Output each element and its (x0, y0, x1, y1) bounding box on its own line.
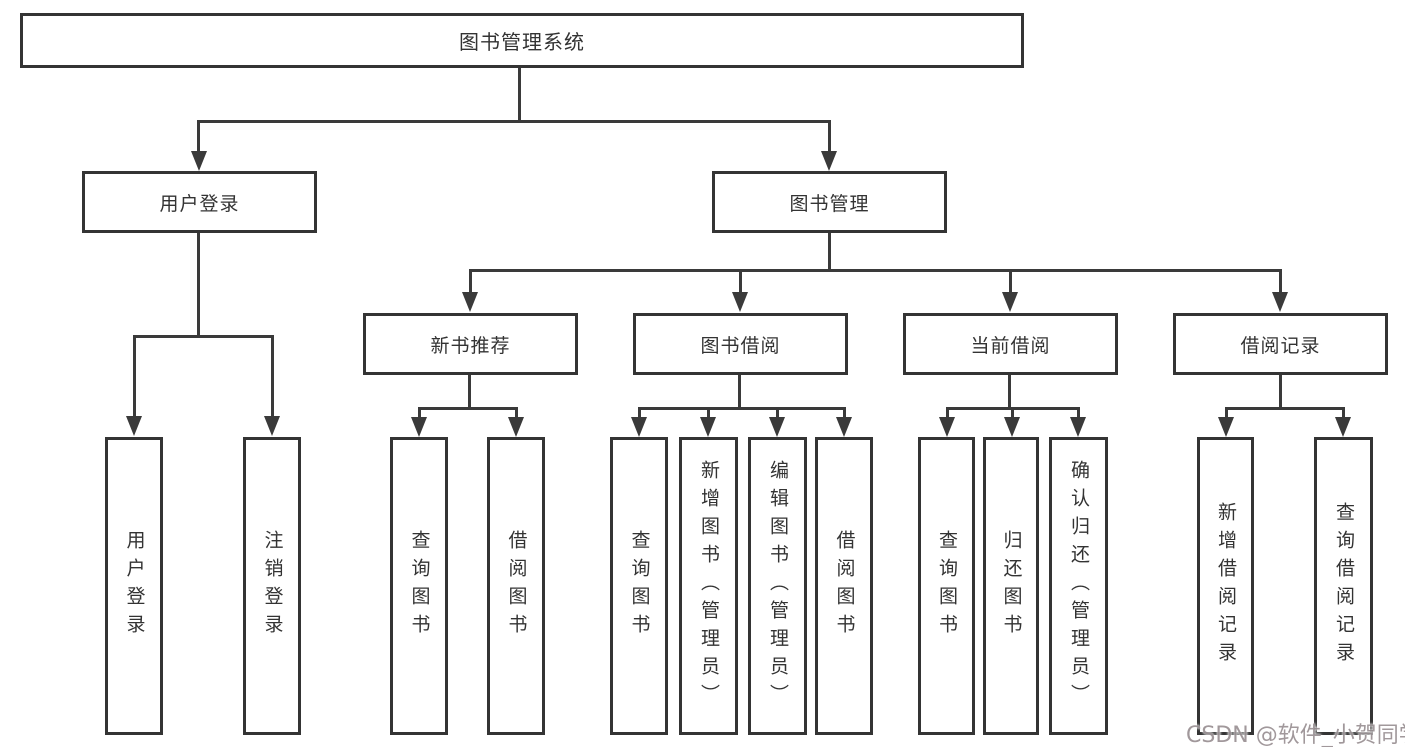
connector-root-stem (518, 68, 521, 121)
arrowhead-br-add (1218, 417, 1234, 437)
connector-drop-book-borrow (739, 269, 742, 293)
connector-drop-new-books (469, 269, 472, 293)
leaf-br-query-record: 查询借阅记录 (1314, 437, 1373, 735)
leaf-nb-query-books-label: 查询图书 (408, 530, 431, 642)
leaf-bb-borrow-books-label: 借阅图书 (833, 530, 856, 642)
arrowhead-new-books (462, 292, 478, 312)
connector-currentborrow-stem (1008, 375, 1011, 408)
connector-drop-bb-edit (776, 407, 779, 419)
leaf-bb-query-books: 查询图书 (610, 437, 668, 735)
leaf-cb-confirm-return-admin-label: 确认归还（管理员） (1068, 460, 1090, 712)
node-user-login: 用户登录 (82, 171, 317, 233)
leaf-user-login: 用户登录 (105, 437, 163, 735)
arrowhead-user-login (191, 151, 207, 171)
node-book-borrowing: 图书借阅 (633, 313, 848, 375)
node-root-label: 图书管理系统 (459, 30, 585, 54)
node-book-borrowing-label: 图书借阅 (700, 334, 781, 357)
node-current-borrowing: 当前借阅 (903, 313, 1118, 375)
arrowhead-borrow-records (1272, 292, 1288, 312)
leaf-cb-return-books: 归还图书 (983, 437, 1039, 735)
leaf-nb-borrow-books: 借阅图书 (487, 437, 545, 735)
connector-drop-cb-confirm (1077, 407, 1080, 419)
leaf-nb-borrow-books-label: 借阅图书 (505, 530, 528, 642)
leaf-cb-query-books: 查询图书 (918, 437, 975, 735)
connector-bookmgmt-stem (828, 233, 831, 270)
arrowhead-book-mgmt (821, 151, 837, 171)
node-borrowing-records: 借阅记录 (1173, 313, 1388, 375)
leaf-br-add-record-label: 新增借阅记录 (1215, 502, 1237, 670)
arrowhead-bb-add (700, 417, 716, 437)
connector-drop-leaf-login (133, 335, 136, 417)
connector-drop-br-add (1225, 407, 1228, 419)
arrowhead-bb-query (631, 417, 647, 437)
arrowhead-current-borrow (1002, 292, 1018, 312)
leaf-cb-query-books-label: 查询图书 (936, 530, 958, 642)
arrowhead-br-query (1335, 417, 1351, 437)
connector-records-stem (1279, 375, 1282, 408)
connector-drop-borrow-records (1279, 269, 1282, 293)
connector-drop-bb-query (638, 407, 641, 419)
node-current-borrowing-label: 当前借阅 (970, 334, 1051, 357)
arrowhead-leaf-login (126, 416, 142, 436)
csdn-watermark: CSDN @软件_小贺同学 (1186, 723, 1405, 747)
node-book-management-label: 图书管理 (789, 192, 870, 215)
connector-records-branch (1225, 407, 1345, 410)
arrowhead-nb-query (411, 417, 427, 437)
connector-bookmgmt-branch (469, 269, 1282, 272)
leaf-bb-edit-books-admin-label: 编辑图书（管理员） (767, 460, 789, 712)
connector-drop-cb-return (1011, 407, 1014, 419)
connector-drop-bb-borrow (843, 407, 846, 419)
connector-newbooks-branch (418, 407, 518, 410)
arrowhead-leaf-logout (264, 416, 280, 436)
connector-root-branch (198, 120, 831, 123)
leaf-bb-query-books-label: 查询图书 (628, 530, 651, 642)
leaf-bb-edit-books-admin: 编辑图书（管理员） (748, 437, 807, 735)
arrowhead-cb-return (1004, 417, 1020, 437)
leaf-logout: 注销登录 (243, 437, 301, 735)
arrowhead-bb-edit (769, 417, 785, 437)
connector-userlogin-stem (197, 233, 200, 336)
connector-drop-leaf-logout (271, 335, 274, 417)
leaf-cb-confirm-return-admin: 确认归还（管理员） (1049, 437, 1108, 735)
arrowhead-cb-query (939, 417, 955, 437)
leaf-bb-borrow-books: 借阅图书 (815, 437, 873, 735)
connector-drop-current-borrow (1009, 269, 1012, 293)
node-borrowing-records-label: 借阅记录 (1240, 334, 1321, 357)
leaf-cb-return-books-label: 归还图书 (1000, 530, 1023, 642)
node-user-login-label: 用户登录 (159, 192, 240, 215)
leaf-bb-add-books-admin-label: 新增图书（管理员） (698, 460, 720, 712)
node-root-system: 图书管理系统 (20, 13, 1024, 68)
connector-drop-book-mgmt (828, 120, 831, 153)
arrowhead-book-borrow (732, 292, 748, 312)
connector-drop-user-login (197, 120, 200, 153)
connector-bookborrow-stem (738, 375, 741, 408)
node-book-management: 图书管理 (712, 171, 947, 233)
connector-drop-bb-add (707, 407, 710, 419)
arrowhead-nb-borrow (508, 417, 524, 437)
node-new-book-recommend: 新书推荐 (363, 313, 578, 375)
connector-bookborrow-branch (638, 407, 846, 410)
leaf-bb-add-books-admin: 新增图书（管理员） (679, 437, 738, 735)
leaf-nb-query-books: 查询图书 (390, 437, 448, 735)
node-new-book-recommend-label: 新书推荐 (430, 334, 511, 357)
leaf-user-login-label: 用户登录 (123, 530, 146, 642)
connector-drop-nb-query (418, 407, 421, 419)
connector-drop-cb-query (946, 407, 949, 419)
leaf-br-query-record-label: 查询借阅记录 (1333, 502, 1355, 670)
connector-drop-br-query (1342, 407, 1345, 419)
connector-newbooks-stem (468, 375, 471, 408)
arrowhead-cb-confirm (1070, 417, 1086, 437)
leaf-br-add-record: 新增借阅记录 (1197, 437, 1254, 735)
leaf-logout-label: 注销登录 (261, 530, 284, 642)
connector-drop-nb-borrow (515, 407, 518, 419)
connector-userlogin-branch (133, 335, 274, 338)
arrowhead-bb-borrow (836, 417, 852, 437)
